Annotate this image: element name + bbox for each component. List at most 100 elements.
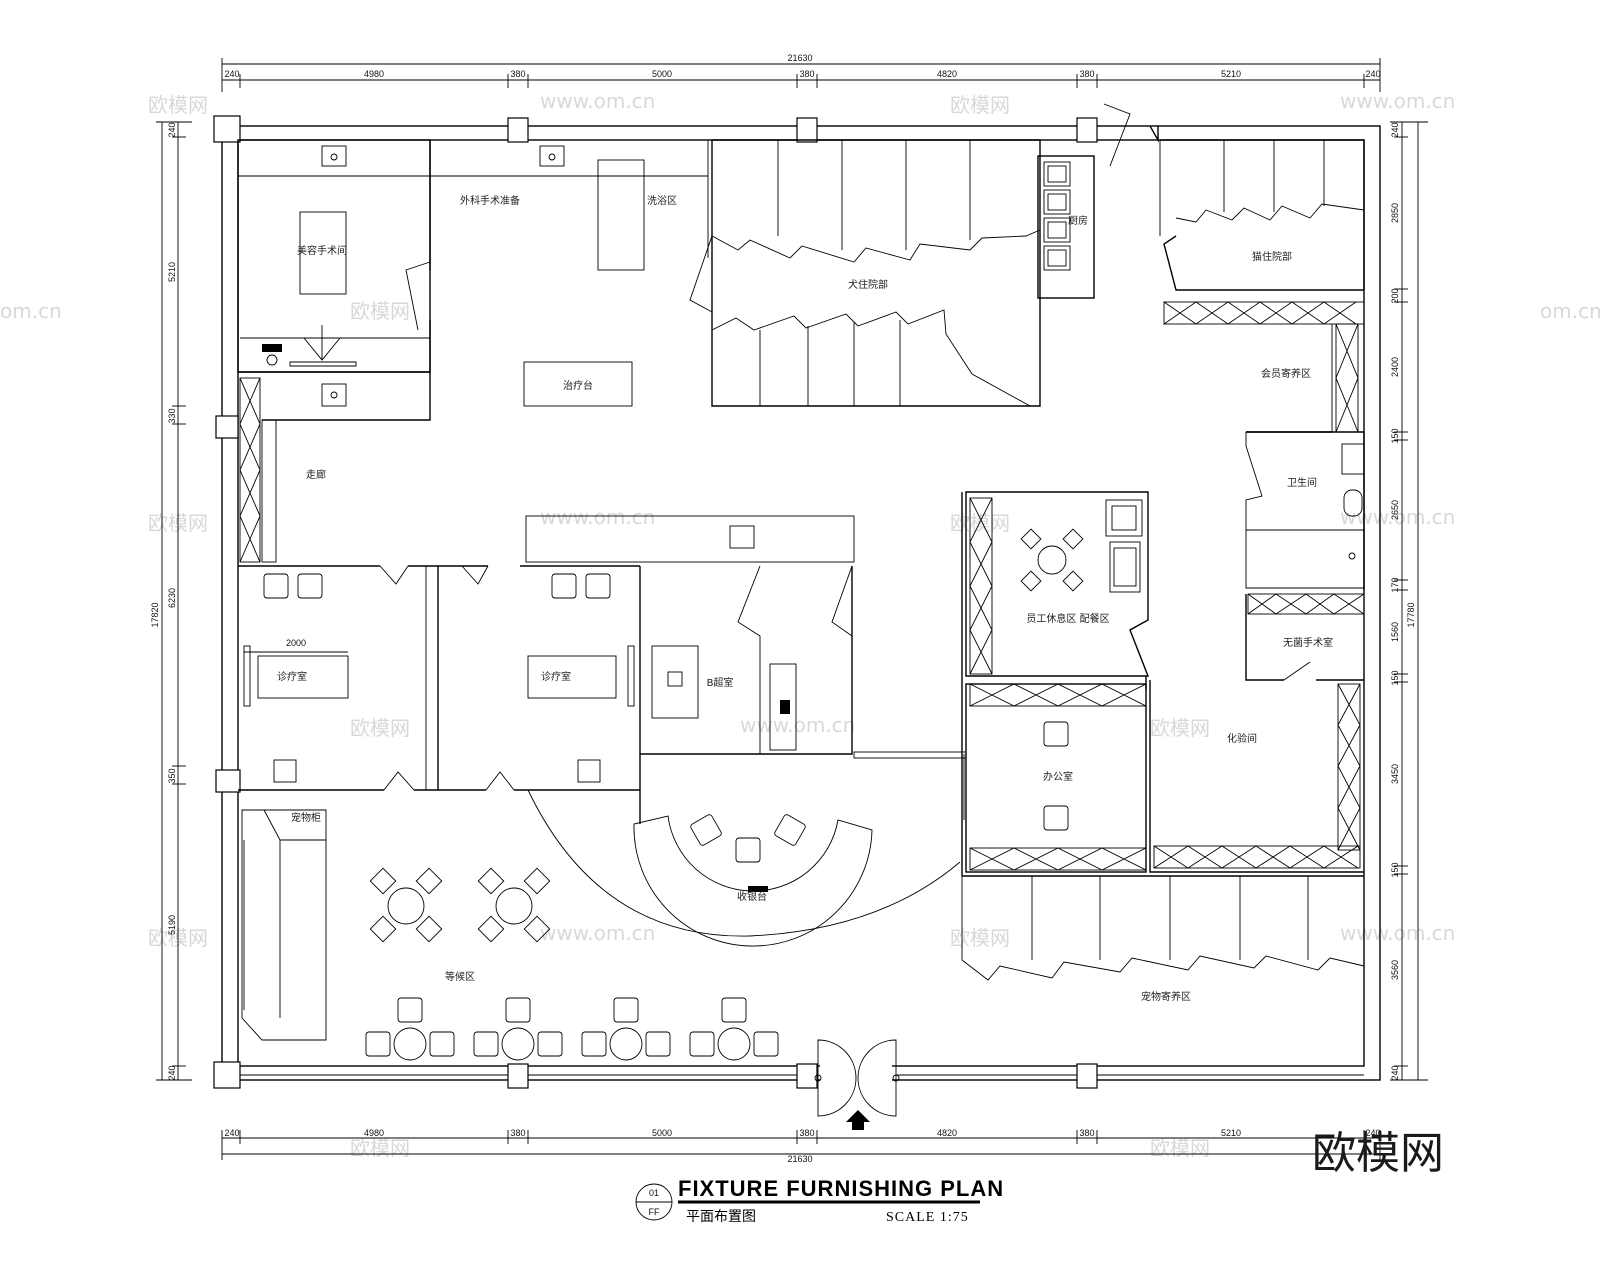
room-dog-ward: 犬住院部 [689,139,1041,407]
sink-icon [729,525,755,549]
column [796,117,818,143]
dim-bottom-seg: 5210 [1221,1128,1241,1138]
dim-right-seg: 240 [1390,1065,1400,1080]
dim-right-seg: 170 [1390,577,1400,592]
column [1076,117,1098,143]
dim-top-seg: 4820 [937,69,957,79]
dim-left-seg: 330 [167,408,177,423]
column [507,117,529,143]
chair-icon [1062,528,1084,550]
dim-right-total: 17780 [1406,602,1416,627]
watermark-site: www.om.cn [1340,89,1455,113]
room-label: 治疗台 [563,379,593,392]
room-label: 化验间 [1227,732,1257,745]
watermark-logo: 欧模网 [1150,716,1210,740]
room-cat-ward: 猫住院部 [1159,139,1365,291]
stove-icon [1043,217,1071,243]
room-label: 等候区 [445,970,475,983]
room-label: 美容手术间 [297,244,347,257]
watermark-logo: 欧模网 [350,299,410,323]
table-set [689,997,779,1061]
chair-icon [551,573,577,599]
dim-top-total: 21630 [787,53,812,63]
dim-top-seg: 5000 [652,69,672,79]
table-set [473,997,563,1061]
toilet-icon [1343,489,1363,517]
dim-left-seg: 240 [167,1065,177,1080]
room-lab: 化验间 [1149,680,1364,873]
room-member-boarding: 会员寄养区 [1163,301,1365,433]
room-label: 卫生间 [1287,476,1317,489]
room-label: 洗浴区 [647,195,677,207]
equipment-icon [262,344,282,352]
dim-right-seg: 2850 [1390,203,1400,223]
drawing-title: FIXTURE FURNISHING PLAN [678,1176,1004,1201]
room-pet-boarding: 宠物寄养区 [961,875,1365,1003]
table-set [365,997,455,1061]
watermark-site: www.om.cn [540,921,655,945]
table-set [369,867,443,943]
dim-top-seg: 380 [510,69,525,79]
sink-icon [1341,443,1365,475]
dim-bottom-seg: 4820 [937,1128,957,1138]
room-label: 犬住院部 [848,278,888,291]
sink-icon [321,383,347,407]
chair-icon [774,814,806,846]
sink-icon [321,145,347,167]
consulting-rooms: 2000 诊疗室 诊疗室 B超室 [238,515,855,791]
chair-icon [645,1031,671,1057]
dim-left-seg: 5190 [167,915,177,935]
room-sterile-surgery: 无菌手术室 [1245,593,1365,681]
drawing-code: FF [649,1207,660,1217]
dim-top-seg: 240 [224,69,239,79]
sink-icon [539,145,565,167]
chair-icon [690,814,722,846]
dim-right-seg: 150 [1390,862,1400,877]
chair-icon [297,573,323,599]
chair-icon [369,915,397,943]
sink-icon [577,759,601,783]
title-block: 01 FF FIXTURE FURNISHING PLAN 平面布置图 SCAL… [635,1176,1004,1225]
stove-icon [1043,161,1071,187]
chair-icon [735,837,761,863]
column [796,1063,818,1089]
room-label: 走廊 [306,468,326,481]
reception-counter: 收银台 [527,751,967,947]
drawing-subtitle: 平面布置图 [686,1209,756,1225]
column [1076,1063,1098,1089]
chair-icon [721,997,747,1023]
sink-icon [273,759,297,783]
dim-top-seg: 380 [1079,69,1094,79]
column [213,1061,241,1089]
table-set [581,997,671,1061]
corridor-walls [961,125,1332,876]
chair-icon [537,1031,563,1057]
table-set [477,867,551,943]
watermark-site: www.om.cn [540,505,655,529]
watermark-logo: 欧模网 [1150,1136,1210,1160]
chair-icon [613,997,639,1023]
column [213,115,241,143]
room-label: 厨房 [1068,214,1088,227]
room-label: 收银台 [737,890,767,903]
dim-bottom-seg: 380 [799,1128,814,1138]
room-surgery-prep: 外科手术准备 洗浴区 治疗台 走廊 [306,140,709,481]
stove-icon [1043,245,1071,271]
dim-bottom-seg: 240 [224,1128,239,1138]
room-beauty-surgery: 美容手术间 [237,139,431,373]
dimension-left: 17820 240 5210 330 6230 350 5190 240 [150,121,192,1081]
watermark-short: om.cn [0,299,62,323]
chair-icon [753,1031,779,1057]
background-watermarks: 欧模网 www.om.cn 欧模网 www.om.cn 欧模网 om.cn om… [0,89,1600,1160]
room-label: 外科手术准备 [460,194,520,207]
dim-left-seg: 240 [167,122,177,137]
entrance-arrow-icon [846,1110,870,1130]
kitchen: 厨房 [1037,103,1131,299]
chair-icon [473,1031,499,1057]
structural-columns [213,115,1098,1089]
dim-bottom-seg: 380 [510,1128,525,1138]
dimension-right: 17780 240 2850 200 2400 150 2650 170 156… [1390,121,1428,1081]
watermark-logo: 欧模网 [950,926,1010,950]
main-entrance[interactable] [814,1039,900,1130]
dim-right-seg: 2650 [1390,500,1400,520]
